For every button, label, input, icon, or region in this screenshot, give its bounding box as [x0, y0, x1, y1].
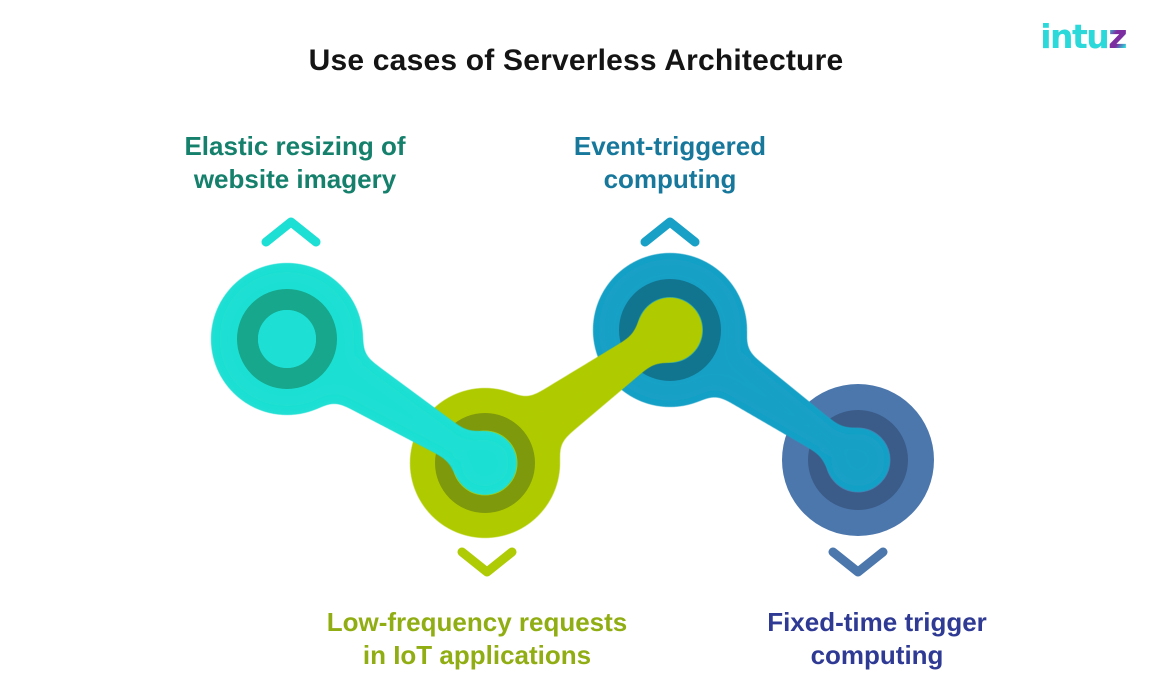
node-fixed-time-ring [808, 410, 908, 510]
label-low-frequency: Low-frequency requests in IoT applicatio… [327, 606, 628, 672]
chevron-down-icon [457, 547, 517, 577]
chevron-up-icon [261, 217, 321, 247]
label-line: Elastic resizing of [184, 131, 406, 161]
node-elastic-resizing-center-dot [258, 310, 316, 368]
chevron-down-icon [828, 547, 888, 577]
page-title: Use cases of Serverless Architecture [308, 44, 844, 77]
logo-text-accent: z [1108, 17, 1127, 56]
label-line: Event-triggered [573, 131, 767, 161]
label-fixed-time: Fixed-time trigger computing [767, 606, 987, 672]
node-elastic-resizing-blob [211, 263, 518, 496]
node-elastic-resizing-ring [237, 289, 337, 389]
chevron-up-icon [640, 217, 700, 247]
label-line: computing [810, 640, 944, 670]
label-event-triggered: Event-triggered computing [574, 130, 766, 196]
label-elastic-resizing: Elastic resizing of website imagery [184, 130, 405, 196]
node-low-frequency-ring [435, 413, 535, 513]
intuz-logo: intuz [1040, 17, 1127, 56]
label-line: website imagery [193, 164, 397, 194]
logo-text-main: intu [1040, 17, 1110, 56]
label-line: in IoT applications [362, 640, 592, 670]
node-event-triggered-ring [619, 279, 721, 381]
label-line: computing [603, 164, 737, 194]
label-line: Low-frequency requests [326, 607, 628, 637]
label-line: Fixed-time trigger [767, 607, 987, 637]
